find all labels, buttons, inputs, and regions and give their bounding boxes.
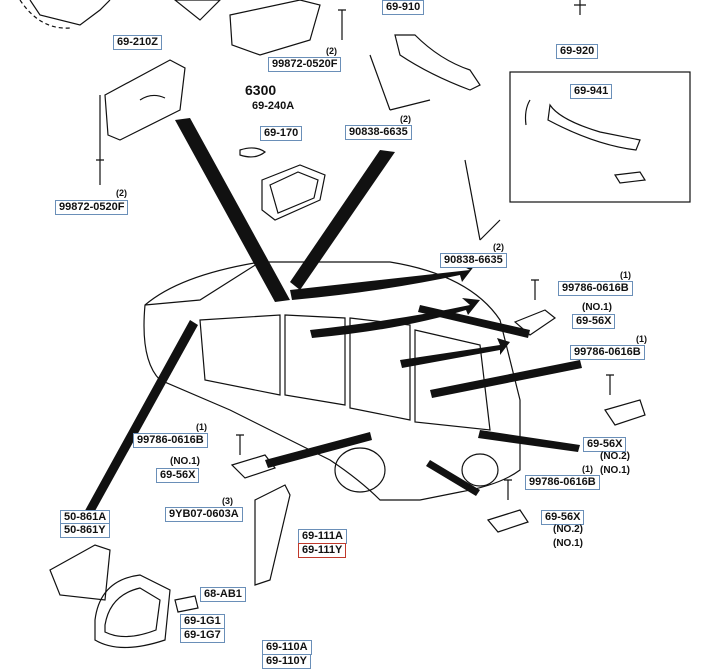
label-bolt-d[interactable]: 99786-0616B: [525, 475, 600, 490]
qty-bolt-d: (1): [582, 464, 593, 474]
label-hook-a-no: (NO.1): [582, 302, 612, 313]
qty-clip: (3): [222, 496, 233, 506]
label-sunvisor-screw[interactable]: 99872-0520F: [55, 200, 129, 215]
assist-handle-box: [509, 71, 691, 203]
label-hook-b[interactable]: 69-56X: [583, 437, 627, 452]
pillar-cover: [254, 484, 291, 586]
outside-mirror: [94, 574, 171, 649]
label-sunvisor[interactable]: 69-210Z: [113, 35, 162, 50]
label-bolt-a[interactable]: 99786-0616B: [558, 281, 633, 296]
label-mirror-assy-a[interactable]: 69-110A: [262, 640, 312, 655]
label-mirror-bracket[interactable]: 69-240A: [252, 100, 295, 112]
qty-top-screw: (2): [326, 46, 337, 56]
sunvisor-left-outline: [104, 59, 186, 141]
label-bracket[interactable]: 68-AB1: [200, 587, 246, 602]
garnish: [49, 544, 111, 601]
label-hook-c[interactable]: 69-56X: [156, 468, 200, 483]
hook-c: [230, 454, 276, 479]
label-hook-d-no1: (NO.1): [553, 538, 583, 549]
label-mirror-out-b[interactable]: 69-1G7: [180, 628, 225, 643]
assist-handle-front: [394, 34, 481, 91]
top-partial-outline: [29, 0, 111, 26]
label-garnish-b[interactable]: 50-861Y: [60, 523, 110, 538]
label-handle-front-screw[interactable]: 90838-6635: [345, 125, 412, 140]
qty-bolt-c: (1): [196, 422, 207, 432]
label-hook-d-no2: (NO.2): [553, 524, 583, 535]
label-handle-front[interactable]: 69-910: [382, 0, 425, 15]
label-hook-c-no: (NO.1): [170, 456, 200, 467]
label-clip[interactable]: 9YB07-0603A: [165, 507, 243, 522]
label-cover-b[interactable]: 69-111Y: [298, 543, 347, 558]
interior-mirror-outline: [261, 164, 326, 221]
qty-sunvisor-screw: (2): [116, 188, 127, 198]
label-cover-a[interactable]: 69-111A: [298, 529, 347, 544]
label-handle-rear[interactable]: 69-920: [556, 44, 599, 59]
label-hook-d[interactable]: 69-56X: [541, 510, 585, 525]
label-handle-rear-cap[interactable]: 69-941: [570, 84, 613, 99]
label-hook-a[interactable]: 69-56X: [572, 314, 616, 329]
qty-handle-front-screw: (2): [400, 114, 411, 124]
label-mirror[interactable]: 69-170: [260, 126, 303, 141]
sunvisor-top-outline: [229, 0, 321, 56]
label-hook-b-no1: (NO.1): [600, 465, 630, 476]
label-bolt-c[interactable]: 99786-0616B: [133, 433, 208, 448]
label-mirror-assy-b[interactable]: 69-110Y: [262, 654, 311, 669]
qty-handle-rear-screw: (2): [493, 242, 504, 252]
label-bolt-b[interactable]: 99786-0616B: [570, 345, 645, 360]
hook-d: [486, 509, 529, 533]
label-hook-b-no2: (NO.2): [600, 451, 630, 462]
label-handle-rear-screw[interactable]: 90838-6635: [440, 253, 507, 268]
assist-handle-rear: [547, 103, 641, 151]
qty-bolt-a: (1): [620, 270, 631, 280]
label-mirror-ref[interactable]: 6300: [245, 82, 277, 98]
hook-b: [604, 399, 646, 426]
qty-bolt-b: (1): [636, 334, 647, 344]
label-mirror-out-a[interactable]: 69-1G1: [180, 614, 225, 629]
label-top-screw[interactable]: 99872-0520F: [268, 57, 342, 72]
